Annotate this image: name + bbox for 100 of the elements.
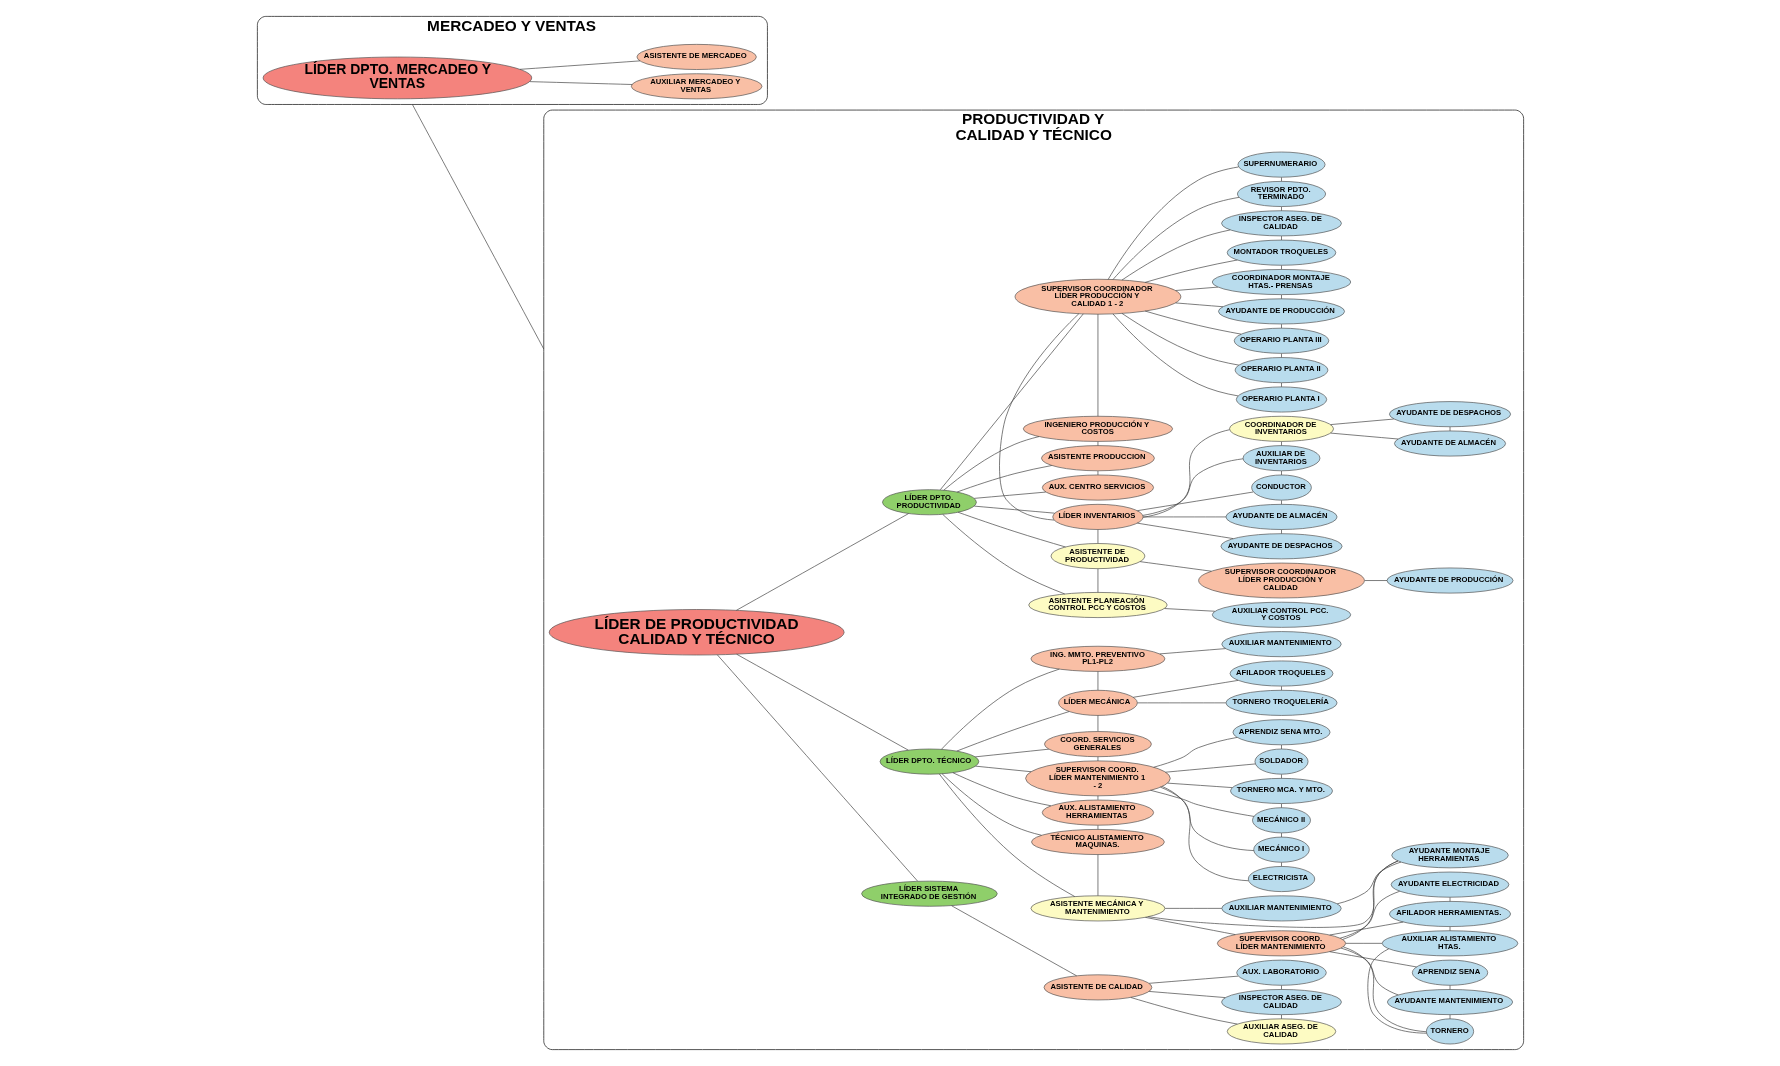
- node-ellipse: LÍDER DE PRODUCTIVIDAD CALIDAD Y TÉCNICO: [548, 609, 844, 656]
- connector: [1148, 991, 1225, 998]
- connector: [973, 505, 1055, 514]
- connector: [1144, 917, 1236, 935]
- connector: [1280, 985, 1282, 990]
- node-ellipse: AUX. CENTRO SERVICIOS: [1041, 474, 1154, 501]
- connector: [1280, 832, 1282, 838]
- node-ellipse: APRENDIZ SENA: [1411, 959, 1488, 986]
- connector: [1097, 441, 1098, 446]
- node-ellipse: AYUDANTE ELECTRICIDAD: [1390, 871, 1509, 898]
- connector: [1174, 302, 1223, 308]
- connector: [1280, 235, 1282, 241]
- connector: [1121, 313, 1239, 366]
- node-ellipse: OPERARIO PLANTA III: [1233, 327, 1329, 354]
- connector: [1097, 671, 1098, 691]
- node-ellipse: LÍDER DPTO. PRODUCTIVIDAD: [881, 489, 977, 516]
- node-ellipse: ASISTENTE MECÁNICA Y MANTENIMIENTO: [1030, 895, 1165, 922]
- node-ellipse: COORD. SERVICIOS GENERALES: [1043, 731, 1152, 758]
- connector: [1097, 854, 1098, 897]
- node-ellipse: INSPECTOR ASEG. DE CALIDAD: [1220, 989, 1342, 1015]
- node-ellipse: AYUDANTE DE PRODUCCIÓN: [1386, 567, 1513, 594]
- connector: [1280, 862, 1282, 867]
- connector: [941, 514, 1065, 595]
- connector: [956, 465, 1052, 493]
- connector: [942, 436, 1039, 491]
- node-ellipse: SOLDADOR: [1254, 748, 1308, 775]
- node-ellipse: ELECTRICISTA: [1247, 866, 1315, 892]
- node-ellipse: REVISOR PDTO. TERMINADO: [1236, 181, 1326, 207]
- connector: [1136, 702, 1226, 704]
- connector: [1341, 860, 1398, 940]
- connector: [955, 711, 1069, 752]
- connector: [1280, 177, 1282, 182]
- node-ellipse: MONTADOR TROQUELES: [1226, 239, 1336, 266]
- connector: [1112, 197, 1239, 280]
- connector: [957, 511, 1066, 548]
- connector: [1280, 529, 1282, 534]
- node-ellipse: MECÁNICO I: [1252, 836, 1310, 863]
- connector: [1449, 1014, 1450, 1020]
- connector: [1166, 782, 1233, 788]
- connector: [1329, 432, 1399, 440]
- node-ellipse: SUPERVISOR COORDINADOR LÍDER PRODUCCIÓN Y CALIDAD 1 - 2: [1014, 278, 1181, 315]
- connector: [529, 81, 632, 85]
- connector: [1159, 786, 1254, 851]
- node-ellipse: LÍDER MECÁNICA: [1057, 689, 1138, 716]
- node-ellipse: AUXILIAR MANTENIMIENTO: [1220, 631, 1342, 658]
- node-ellipse: COORDINADOR DE INVENTARIOS: [1228, 415, 1334, 442]
- connector: [1142, 516, 1226, 518]
- node-ellipse: LÍDER SISTEMA INTEGRADO DE GESTIÓN: [860, 880, 998, 907]
- connector: [950, 905, 1077, 977]
- node-ellipse: LÍDER DPTO. TÉCNICO: [879, 748, 979, 775]
- connector: [1121, 229, 1231, 281]
- node-ellipse: SUPERNUMERARIO: [1237, 151, 1325, 178]
- connector: [1280, 686, 1282, 691]
- connector: [1328, 951, 1417, 968]
- node-ellipse: AFILADOR HERRAMIENTAS.: [1388, 901, 1511, 927]
- connector: [1097, 529, 1098, 544]
- node-ellipse: INSPECTOR ASEG. DE CALIDAD: [1220, 210, 1342, 237]
- connector: [938, 773, 1075, 897]
- connector: [1329, 418, 1394, 425]
- connector: [1280, 353, 1282, 358]
- connector: [1328, 921, 1404, 936]
- connector: [1158, 648, 1226, 655]
- node-ellipse: ING. MMTO. PREVENTIVO PL1-PL2: [1030, 645, 1165, 672]
- connector: [1366, 948, 1427, 1034]
- connector: [1142, 458, 1243, 516]
- connector: [974, 765, 1031, 773]
- connector: [1174, 286, 1218, 291]
- connector: [1280, 500, 1282, 505]
- connector: [974, 748, 1049, 758]
- node-ellipse: OPERARIO PLANTA I: [1235, 386, 1327, 413]
- connector: [1139, 561, 1212, 572]
- connector: [1342, 946, 1427, 1033]
- connector: [1161, 786, 1249, 882]
- connector: [1097, 715, 1098, 732]
- connector: [1339, 890, 1400, 939]
- node-ellipse: AYUDANTE DE DESPACHOS: [1220, 533, 1342, 560]
- node-ellipse: AUXILIAR MERCADEO Y VENTAS: [630, 73, 762, 100]
- node-ellipse: AUXILIAR ALISTAMIENTO HTAS.: [1381, 930, 1518, 957]
- node-ellipse: ASISTENTE DE MERCADEO: [636, 44, 757, 70]
- connector: [1449, 897, 1450, 902]
- connector: [1336, 861, 1401, 905]
- connector: [1449, 926, 1450, 932]
- connector: [1449, 985, 1450, 990]
- connector: [1280, 803, 1282, 809]
- connector: [1280, 441, 1282, 446]
- connector: [1097, 313, 1098, 417]
- connector: [1280, 470, 1282, 476]
- node-ellipse: CONDUCTOR: [1250, 474, 1312, 501]
- node-ellipse: SUPERVISOR COORDINADOR LÍDER PRODUCCIÓN Y CALIDAD: [1197, 562, 1365, 599]
- connector: [1280, 744, 1282, 750]
- connector: [1280, 774, 1282, 779]
- connector: [1097, 756, 1098, 762]
- connector: [952, 772, 1051, 807]
- node-ellipse: MECÁNICO II: [1251, 807, 1311, 834]
- node-ellipse: COORDINADOR MONTAJE HTAS.- PRENSAS: [1211, 269, 1351, 295]
- connector: [1132, 680, 1239, 698]
- node-ellipse: SUPERVISOR COORD. LÍDER MANTENIMIENTO: [1216, 930, 1346, 957]
- connector: [1280, 265, 1282, 270]
- node-ellipse: TORNERO MCA. Y MTO.: [1229, 778, 1333, 804]
- connector: [1142, 429, 1230, 518]
